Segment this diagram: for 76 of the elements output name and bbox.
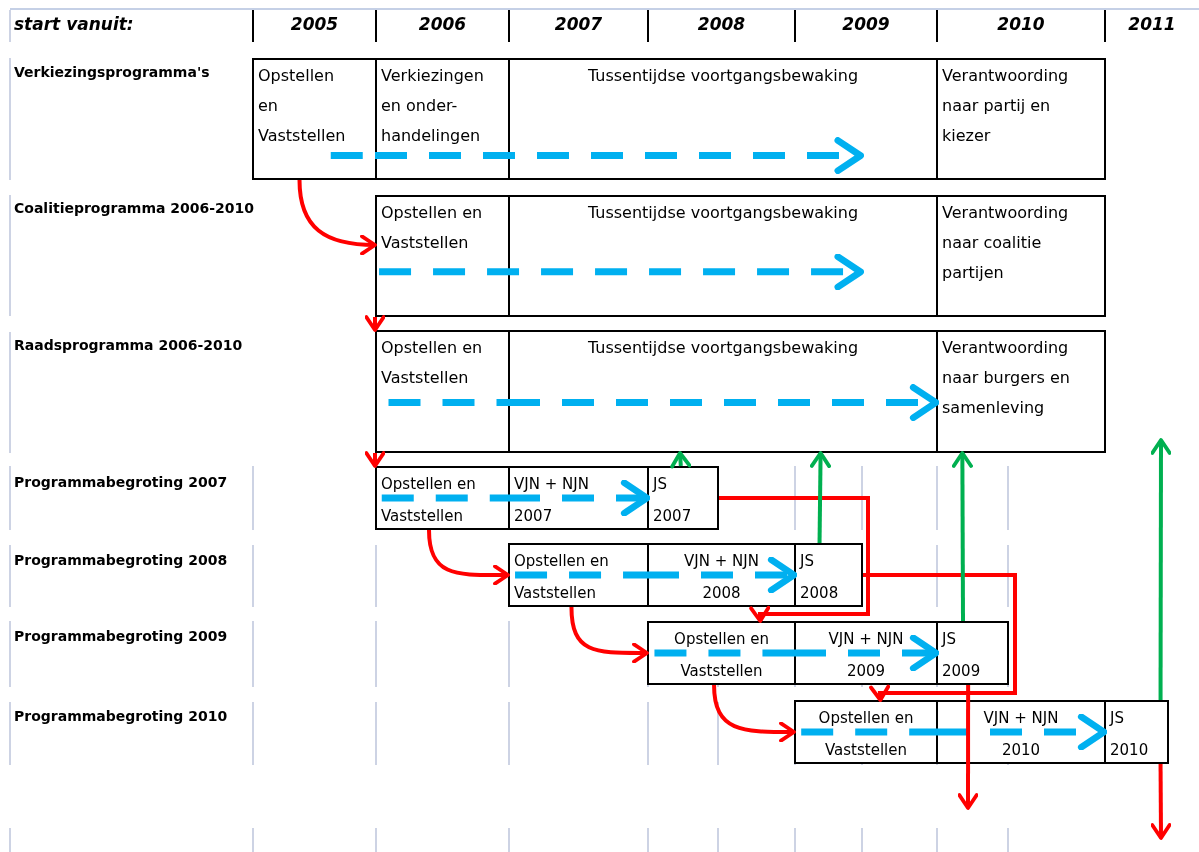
curved-arrow [297,179,377,256]
phase-text: VJN + NJN 2009 [827,629,905,682]
phase-box [375,330,510,453]
phase-text: JS 2007 [653,474,693,527]
arrow [951,451,973,621]
arrow [1150,764,1172,840]
phase-text: JS 2008 [800,551,840,604]
dashed-arrow [794,634,940,672]
phase-box [794,700,938,764]
phase-box [794,543,863,607]
arrow [1150,438,1172,700]
phase-text: VJN + NJN 2008 [683,551,760,604]
row-label: Coalitieprogramma 2006-2010 [14,200,255,216]
row-label: Raadsprogramma 2006-2010 [14,337,243,353]
phase-box [375,195,510,317]
arrow [809,451,832,544]
phase-text: Opstellen en Vaststellen [674,630,769,680]
row-label: Verkiezingsprogramma's [14,64,210,80]
phase-box [936,195,1106,317]
phase-text: Verkiezingen en onder-handelingen [381,66,484,145]
phase-box [647,466,719,530]
phase-text: Opstellen en Vaststellen [258,65,347,147]
phase-text: Verantwoording naar burgers en samenleving [942,338,1070,417]
phase-box [508,195,938,317]
arrow [364,451,386,468]
phase-box [647,621,796,685]
phase-text: Tussentijdse voortgangsbewaking [587,203,859,222]
dashed-arrow [379,253,864,291]
curved-arrow [569,606,649,664]
year-label: 2010 [997,14,1045,34]
arrow [719,496,870,623]
phase-box [936,58,1106,180]
phase-text: Verantwoording naar coalitie partijen [942,203,1069,282]
phase-text: Opstellen en Vaststellen [381,475,476,525]
row-label: Programmabegroting 2009 [14,628,228,644]
phase-box [252,58,377,180]
phase-box [375,466,510,530]
arrow [863,573,1017,702]
year-label: 2011 [1128,14,1176,34]
row-label: Programmabegroting 2008 [14,552,228,568]
phase-text: JS 2010 [1110,708,1150,761]
year-label: 2005 [290,14,339,34]
phase-text: Tussentijdse voortgangsbewaking [587,66,859,85]
phase-box [508,330,938,453]
year-label: 2006 [418,14,467,34]
phase-box [508,58,938,180]
phase-box [936,330,1106,453]
dashed-arrow [936,713,1108,751]
arrow [957,685,979,810]
phase-box [375,58,510,180]
arrow [364,315,386,332]
phase-box [508,543,649,607]
dashed-arrow [647,556,798,594]
phase-text: JS 2009 [942,629,982,682]
phase-text: Opstellen en Vaststellen [381,203,483,252]
header-label: start vanuit: [14,14,134,34]
phase-text: VJN + NJN 2007 [514,474,590,527]
row-label: Programmabegroting 2007 [14,474,228,490]
curved-arrow [712,684,796,743]
phase-text: Verantwoording naar partij en kiezer [942,66,1069,145]
arrow [670,451,692,469]
curved-arrow [427,529,510,586]
phase-text: Opstellen en Vaststellen [381,338,483,387]
phase-text: Opstellen en Vaststellen [514,552,609,602]
dashed-arrow [508,479,651,517]
phase-text: VJN + NJN 2010 [982,708,1060,761]
phase-text: Opstellen en Vaststellen [818,709,914,759]
year-label: 2008 [697,14,746,34]
year-label: 2009 [842,14,890,34]
phase-text: Tussentijdse voortgangsbewaking [587,338,859,357]
dashed-arrow [375,137,864,175]
dashed-arrow [508,384,940,422]
row-label: Programmabegroting 2010 [14,708,228,724]
year-label: 2007 [554,14,603,34]
phase-box [936,621,1009,685]
phase-box [1104,700,1169,764]
